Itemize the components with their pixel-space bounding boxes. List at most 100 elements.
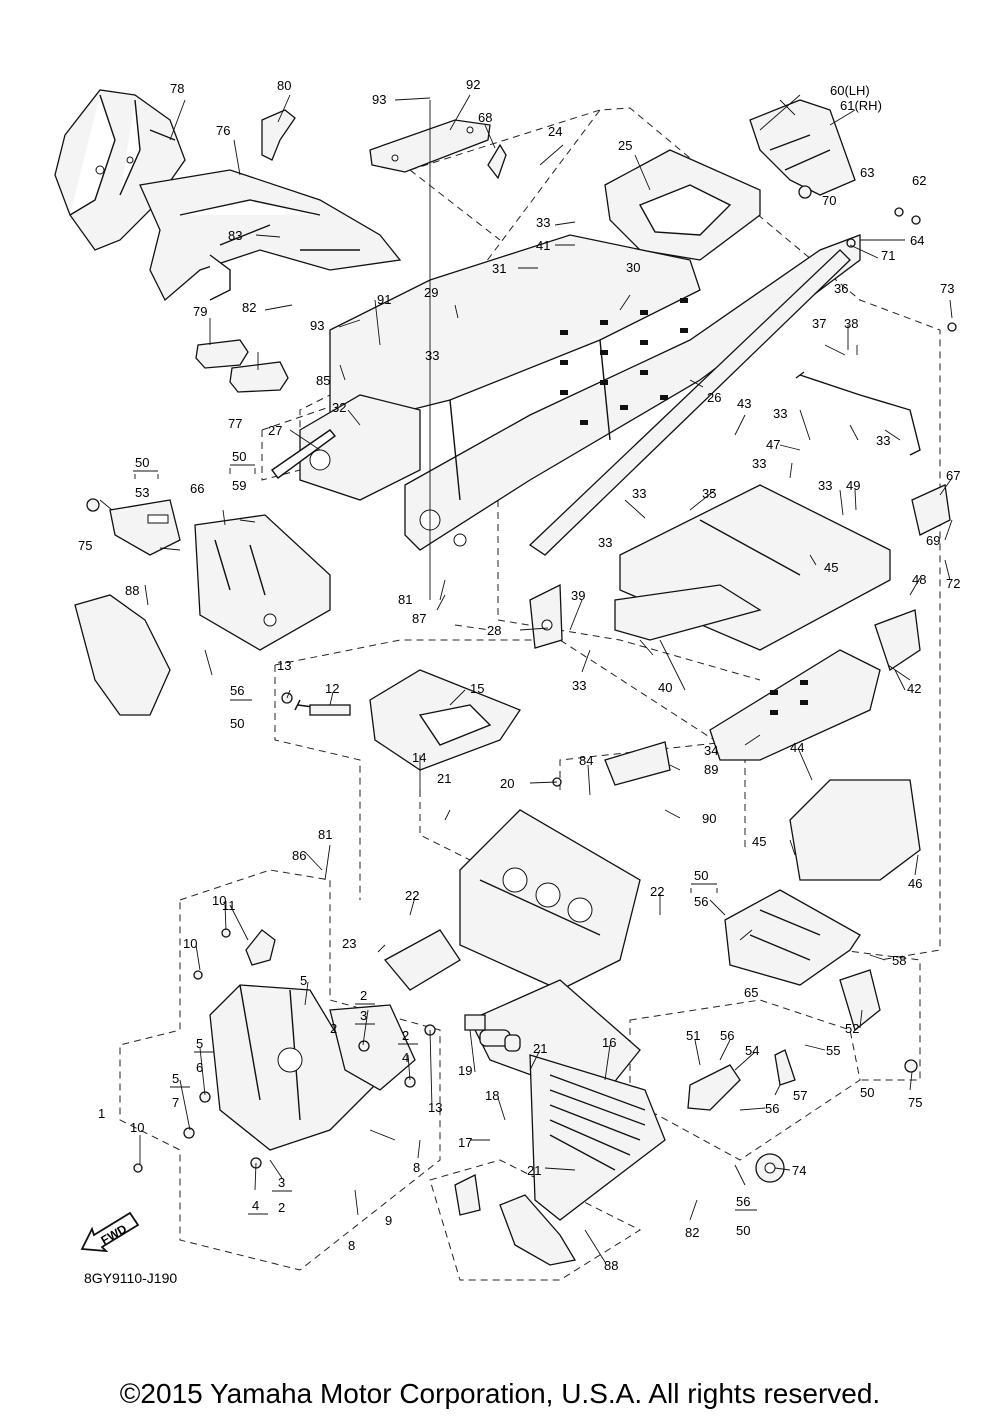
callout-87: 87 [412,611,426,626]
bracket-part-42 [874,609,921,672]
callout-47: 47 [766,437,780,452]
plate-part-25 [604,149,761,261]
guard-part-66 [194,514,331,651]
plate-part-77 [229,361,289,393]
callout-17: 17 [458,1135,472,1150]
callout-62: 62 [912,173,926,188]
callout-35: 35 [702,486,716,501]
callout-5-b: 5 [196,1036,203,1051]
engine-mount-frame [383,809,641,1101]
callout-93b: 93 [310,318,324,333]
callout-33-d: 33 [752,456,766,471]
bracket-part-11 [245,929,276,966]
callout-54: 54 [745,1043,759,1058]
callout-34: 34 [704,743,718,758]
bracket-part-57 [774,1049,796,1086]
callout-15: 15 [470,681,484,696]
callout-56-c: 56 [720,1028,734,1043]
callout-45-a: 45 [824,560,838,575]
callout-75-b: 75 [908,1095,922,1110]
bracket-part-28 [529,583,563,649]
callout-2-c: 2 [402,1028,409,1043]
callout-82: 82 [242,300,256,315]
callout-51: 51 [686,1028,700,1043]
copyright-notice: ©2015 Yamaha Motor Corporation, U.S.A. A… [119,1378,881,1409]
callout-41: 41 [536,238,550,253]
plate-part-79 [195,339,249,369]
callout-11: 11 [222,898,236,913]
callout-8-a: 8 [413,1160,420,1175]
callout-69: 69 [926,533,940,548]
callout-77: 77 [228,416,242,431]
callout-50-e: 50 [860,1085,874,1100]
callout-81-b: 81 [318,827,332,842]
callout-33-e: 33 [876,433,890,448]
callout-58: 58 [892,953,906,968]
callout-4-b: 4 [252,1198,259,1213]
callout-2-a: 2 [360,988,367,1003]
callout-33-a: 33 [536,215,550,230]
callout-30: 30 [626,260,640,275]
callout-89: 89 [704,762,718,777]
callout-53: 53 [135,485,149,500]
callout-44: 44 [790,740,804,755]
callout-90: 90 [702,811,716,826]
callout-56-e: 56 [736,1194,750,1209]
diagram-code: 8GY9110-J190 [84,1270,178,1286]
callout-46: 46 [908,876,922,891]
callout-68: 68 [478,110,492,125]
callout-50-a: 50 [135,455,149,470]
callout-33-c: 33 [773,406,787,421]
callout-14: 14 [412,750,426,765]
callout-50-b: 50 [232,449,246,464]
callout-3-a: 3 [360,1008,367,1023]
callout-4-a: 4 [402,1050,409,1065]
callout-21-c: 21 [527,1163,541,1178]
callout-10-c: 10 [130,1120,144,1135]
cover-part-88-left [74,594,171,716]
frame-part-40 [614,584,762,641]
callout-16: 16 [602,1035,616,1050]
side-panel-part-32 [299,394,421,501]
callout-leader-lines [99,94,953,1263]
callout-50-d: 50 [694,868,708,883]
bracket-part-52 [839,969,881,1032]
callout-61: 61(RH) [840,98,882,113]
callout-25: 25 [618,138,632,153]
callout-3-b: 3 [278,1175,285,1190]
callout-1: 1 [98,1106,105,1121]
bracket-part-67 [911,484,951,536]
callout-42: 42 [907,681,921,696]
callout-37: 37 [812,316,826,331]
callout-85: 85 [316,373,330,388]
callout-74: 74 [792,1163,806,1178]
callout-81-a: 81 [398,592,412,607]
assembly-outline-steering-area [274,639,746,900]
callout-9: 9 [385,1213,392,1228]
callout-63: 63 [860,165,874,180]
radiator-part-16 [529,1054,666,1221]
callout-28: 28 [487,623,501,638]
bracket-part-54 [687,1064,741,1111]
frame-part-34 [709,649,881,761]
callout-22-a: 22 [405,888,419,903]
callout-50-f: 50 [736,1223,750,1238]
callout-75-a: 75 [78,538,92,553]
callout-88-b: 88 [604,1258,618,1273]
callout-48: 48 [912,572,926,587]
callout-12: 12 [325,681,339,696]
callout-56-a: 56 [230,683,244,698]
callout-36: 36 [834,281,848,296]
callout-22-b: 22 [650,884,664,899]
steering-shaft-part-12 [294,699,351,716]
callout-56-d: 56 [765,1101,779,1116]
front-cowl-part-76 [139,169,402,302]
cover-part-88-bottom [454,1174,577,1266]
callout-52: 52 [845,1021,859,1036]
callout-60: 60(LH) [830,83,870,98]
callout-29: 29 [424,285,438,300]
callout-43: 43 [737,396,751,411]
callout-93: 93 [372,92,386,107]
callout-21-b: 21 [533,1041,547,1056]
callout-20: 20 [500,776,514,791]
